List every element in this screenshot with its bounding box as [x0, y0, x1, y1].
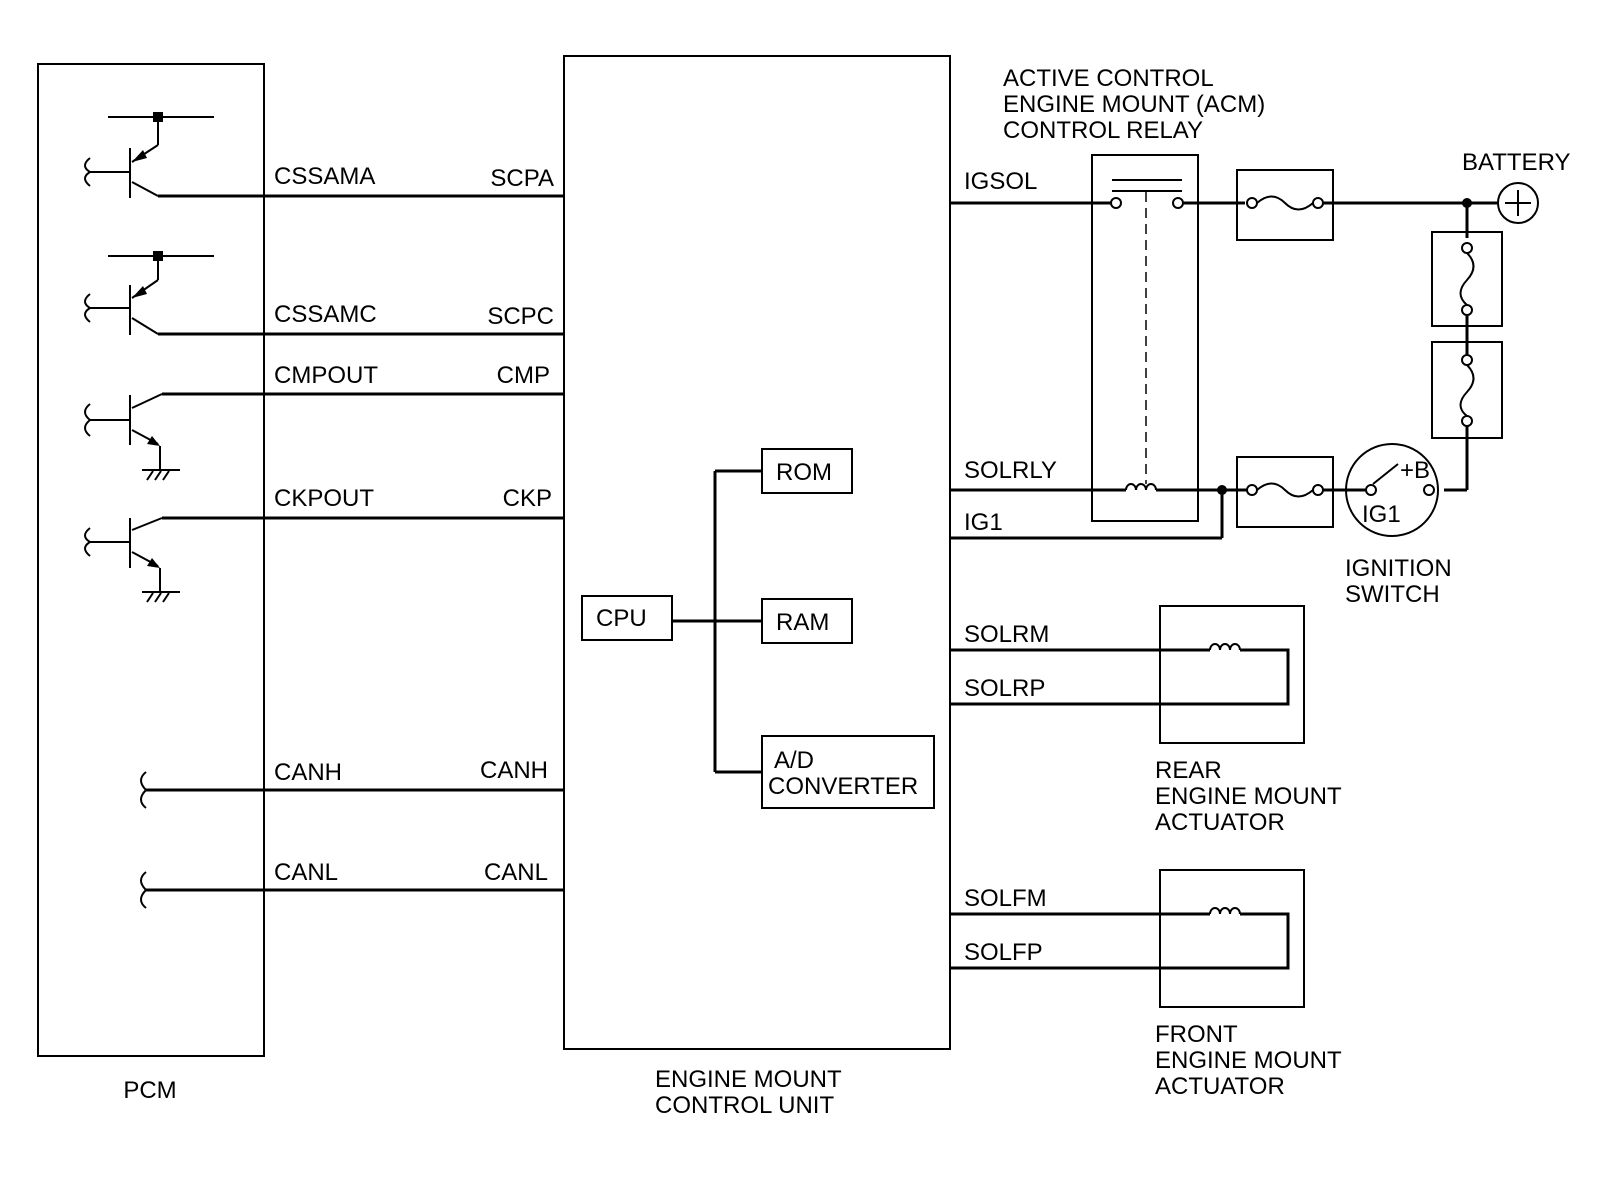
relay-label-line2: ENGINE MOUNT (ACM): [1003, 91, 1265, 118]
canl-break-icon: [140, 871, 148, 909]
fuse-relay-feed: [1236, 169, 1334, 241]
cpu-label: CPU: [596, 605, 647, 632]
ram-label: RAM: [776, 609, 829, 636]
signal-solfm: SOLFM: [964, 885, 1047, 912]
front-actuator-label-line3: ACTUATOR: [1155, 1073, 1285, 1100]
fuse-ignition: [1236, 456, 1334, 528]
signal-solfp: SOLFP: [964, 939, 1043, 966]
signal-scpa: SCPA: [490, 165, 554, 192]
pcm-wires: CSSAMA SCPA CSSAMC SCPC CMPOUT CMP CKPOU…: [146, 163, 564, 892]
pcm-transistor-cmpout: [84, 393, 180, 481]
front-actuator-label-line1: FRONT: [1155, 1021, 1238, 1048]
wire-solrp: [950, 648, 1290, 706]
rear-actuator-label-line2: ENGINE MOUNT: [1155, 783, 1342, 810]
front-actuator-label-line2: ENGINE MOUNT: [1155, 1047, 1342, 1074]
relay-label-line1: ACTIVE CONTROL: [1003, 65, 1214, 92]
pcm-transistor-cssamc: [84, 251, 214, 335]
pcm-transistor-ckpout: [84, 517, 180, 603]
switch-terminal-b: +B: [1400, 457, 1430, 484]
signal-canl-pcm: CANL: [274, 859, 338, 886]
signal-canh-pcm: CANH: [274, 759, 342, 786]
signal-ckpout: CKPOUT: [274, 485, 374, 512]
emcu-block: ENGINE MOUNT CONTROL UNIT CPU ROM RAM A/…: [563, 55, 951, 1119]
signal-solrly: SOLRLY: [964, 457, 1057, 484]
pcm-label: PCM: [123, 1077, 176, 1104]
pcm-block: PCM: [37, 63, 265, 1104]
signal-scpc: SCPC: [487, 303, 554, 330]
right-wires: IGSOL BATTERY +B I: [950, 149, 1570, 1100]
signal-canl-unit: CANL: [484, 859, 548, 886]
pcm-transistor-cssama: [84, 112, 214, 198]
relay-coil-icon: [1125, 483, 1157, 491]
signal-cmpout: CMPOUT: [274, 362, 378, 389]
signal-cssamc: CSSAMC: [274, 301, 377, 328]
wire-solfp: [950, 912, 1290, 970]
signal-solrp: SOLRP: [964, 675, 1045, 702]
relay-contact-a: [1110, 197, 1122, 209]
emcu-box: [563, 55, 951, 1050]
signal-ckp: CKP: [503, 485, 552, 512]
adc-label-line1: A/D: [774, 747, 814, 774]
relay-contact-b: [1172, 197, 1184, 209]
canh-break-icon: [140, 771, 148, 809]
emcu-label-line2: CONTROL UNIT: [655, 1092, 834, 1119]
cpu-box: [581, 595, 673, 641]
battery-label: BATTERY: [1462, 149, 1570, 176]
relay-box: [1091, 154, 1199, 522]
signal-canh-unit: CANH: [480, 757, 548, 784]
front-actuator-box: [1159, 869, 1305, 1008]
battery-plus-icon: [1497, 182, 1539, 224]
pcm-box: [37, 63, 265, 1057]
ignition-label-line1: IGNITION: [1345, 555, 1452, 582]
emcu-label-line1: ENGINE MOUNT: [655, 1066, 842, 1093]
signal-cmp: CMP: [497, 362, 550, 389]
rear-actuator-label-line1: REAR: [1155, 757, 1222, 784]
signal-igsol: IGSOL: [964, 168, 1037, 195]
relay-block: ACTIVE CONTROL ENGINE MOUNT (ACM) CONTRO…: [1003, 65, 1265, 522]
signal-solrm: SOLRM: [964, 621, 1049, 648]
switch-terminal-ig1: IG1: [1362, 501, 1401, 528]
rear-actuator-coil-icon: [1209, 643, 1241, 651]
signal-cssama: CSSAMA: [274, 163, 375, 190]
front-actuator-coil-icon: [1209, 907, 1241, 915]
ignition-label-line2: SWITCH: [1345, 581, 1440, 608]
signal-ig1: IG1: [964, 509, 1003, 536]
rear-actuator-label-line3: ACTUATOR: [1155, 809, 1285, 836]
relay-label-line3: CONTROL RELAY: [1003, 117, 1203, 144]
adc-label-line2: CONVERTER: [768, 773, 918, 800]
rom-label: ROM: [776, 459, 832, 486]
rear-actuator-box: [1159, 605, 1305, 744]
cpu-bus: [672, 469, 762, 774]
